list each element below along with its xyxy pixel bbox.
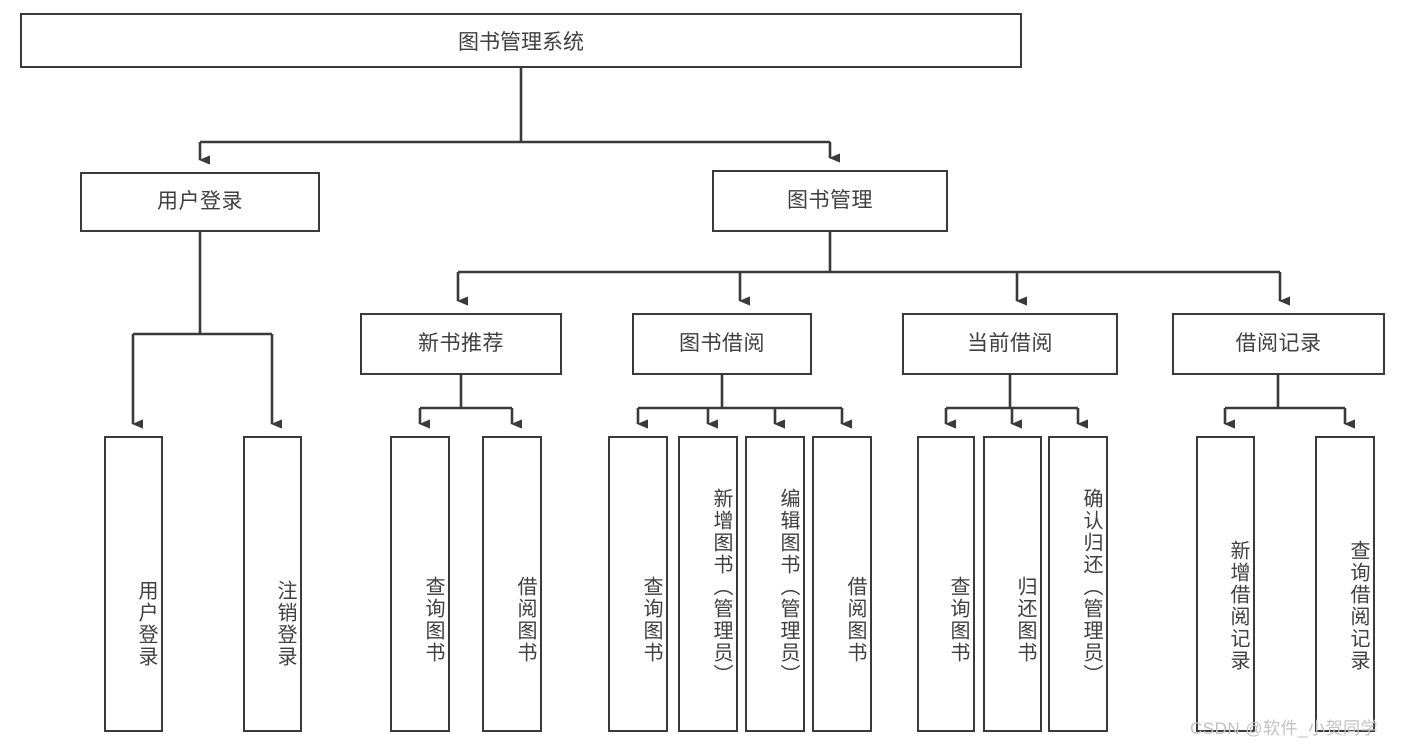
leaf-borrow-book-recommend[interactable]: 借阅图书 xyxy=(482,436,542,732)
leaf-query-book[interactable]: 查询图书 xyxy=(608,436,668,732)
node-borrow-record[interactable]: 借阅记录 xyxy=(1172,313,1385,375)
node-user-login[interactable]: 用户登录 xyxy=(80,172,320,232)
node-book-management[interactable]: 图书管理 xyxy=(712,170,948,232)
leaf-confirm-return-admin[interactable]: 确认归还（管理员） xyxy=(1048,436,1108,732)
csdn-watermark: CSDN @软件_小贺同学 xyxy=(1190,719,1379,738)
leaf-add-book-admin[interactable]: 新增图书（管理员） xyxy=(678,436,738,732)
leaf-query-book-recommend[interactable]: 查询图书 xyxy=(390,436,450,732)
leaf-edit-book-admin[interactable]: 编辑图书（管理员） xyxy=(745,436,805,732)
leaf-query-book-current[interactable]: 查询图书 xyxy=(917,436,975,732)
leaf-borrow-book[interactable]: 借阅图书 xyxy=(812,436,872,732)
leaf-user-login[interactable]: 用户登录 xyxy=(104,436,163,732)
leaf-logout[interactable]: 注销登录 xyxy=(243,436,302,732)
node-new-book-recommend[interactable]: 新书推荐 xyxy=(360,313,562,375)
node-book-borrow[interactable]: 图书借阅 xyxy=(632,313,812,375)
node-current-borrow[interactable]: 当前借阅 xyxy=(902,313,1118,375)
leaf-query-borrow-record[interactable]: 查询借阅记录 xyxy=(1315,436,1375,732)
leaf-add-borrow-record[interactable]: 新增借阅记录 xyxy=(1196,436,1255,732)
node-root[interactable]: 图书管理系统 xyxy=(20,13,1022,68)
leaf-return-book[interactable]: 归还图书 xyxy=(983,436,1042,732)
